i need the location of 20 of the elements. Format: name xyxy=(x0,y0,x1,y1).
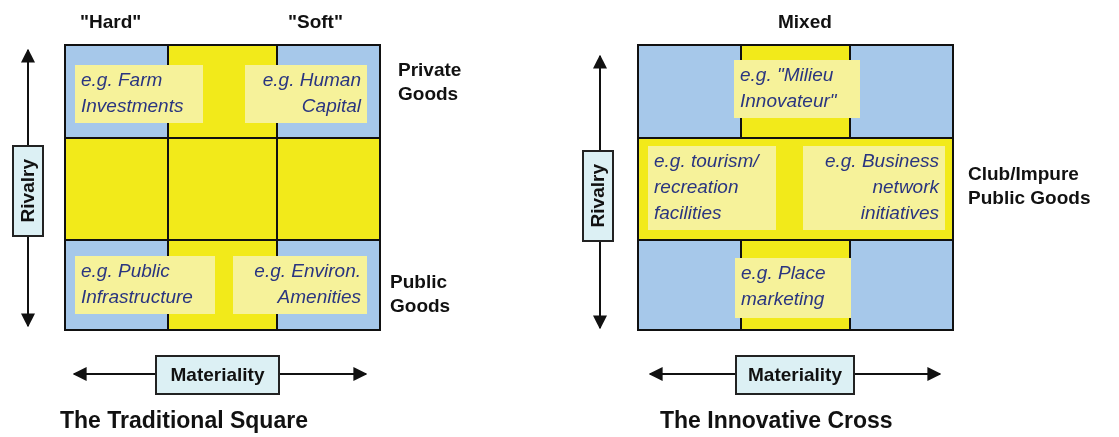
category-label: "Soft" xyxy=(288,10,344,34)
example-note: e.g. Farm Investments xyxy=(75,65,203,123)
example-note: e.g. Environ. Amenities xyxy=(233,256,367,314)
example-note: e.g. Business network initiatives xyxy=(803,146,945,230)
example-note: e.g. "Milieu Innovateur" xyxy=(734,60,860,118)
example-note: e.g. Place marketing xyxy=(735,258,851,318)
category-label: Public Goods xyxy=(390,270,452,318)
example-note: e.g. tourism/ recreation facilities xyxy=(648,146,776,230)
category-label: Club/Impure Public Goods xyxy=(968,162,1092,210)
example-note: e.g. Public Infrastructure xyxy=(75,256,215,314)
example-note: e.g. Human Capital xyxy=(245,65,367,123)
category-label: Private Goods xyxy=(398,58,463,106)
axis-label: Rivalry xyxy=(582,150,614,242)
axis-label: Materiality xyxy=(155,355,280,395)
category-label: "Hard" xyxy=(80,10,143,34)
panel-title: The Traditional Square xyxy=(60,408,309,432)
panel-title: The Innovative Cross xyxy=(660,408,894,432)
axis-label: Materiality xyxy=(735,355,855,395)
axis-label: Rivalry xyxy=(12,145,44,237)
category-label: Mixed xyxy=(778,10,833,34)
